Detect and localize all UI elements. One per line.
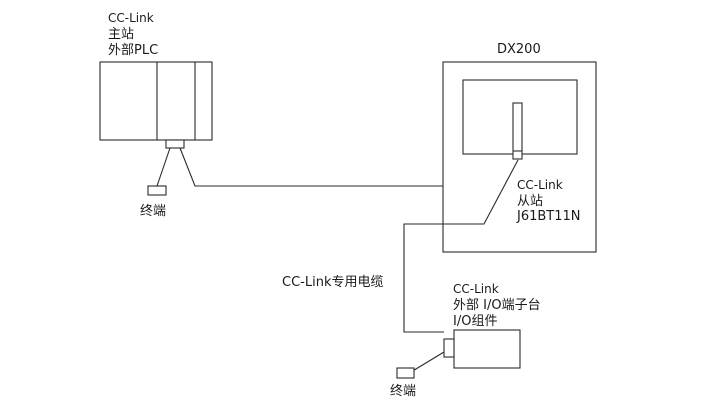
master-label-line2: 主站 [108, 27, 134, 42]
io-unit-body [453, 329, 521, 369]
master-plc-connector [165, 139, 185, 149]
master-label-line1: CC-Link [108, 11, 154, 25]
slave-label-line1: CC-Link [517, 178, 563, 192]
master-plc-body [99, 61, 213, 141]
terminator-bottom-label: 终端 [390, 383, 416, 399]
controller-title: DX200 [497, 42, 541, 57]
cable-label: CC-Link专用电缆 [282, 274, 383, 290]
terminator-bottom-lead [410, 351, 445, 373]
io-label-line3: I/O组件 [453, 314, 497, 329]
slave-label-line2: 从站 [517, 194, 543, 209]
terminator-left-lead [156, 147, 171, 187]
terminator-bottom [396, 367, 415, 379]
terminator-left [147, 185, 167, 196]
slave-card [512, 102, 523, 160]
io-label-line1: CC-Link [453, 282, 499, 296]
terminator-left-label: 终端 [140, 203, 166, 219]
slave-label-line3: J61BT11N [516, 209, 581, 224]
io-unit-connector [443, 338, 455, 358]
slave-card-body [512, 102, 523, 160]
master-plc [99, 61, 213, 149]
cable-slave-to-io [403, 159, 519, 333]
io-label-line2: 外部 I/O端子台 [453, 298, 541, 313]
master-label-line3: 外部PLC [108, 43, 158, 58]
io-unit [443, 329, 521, 369]
